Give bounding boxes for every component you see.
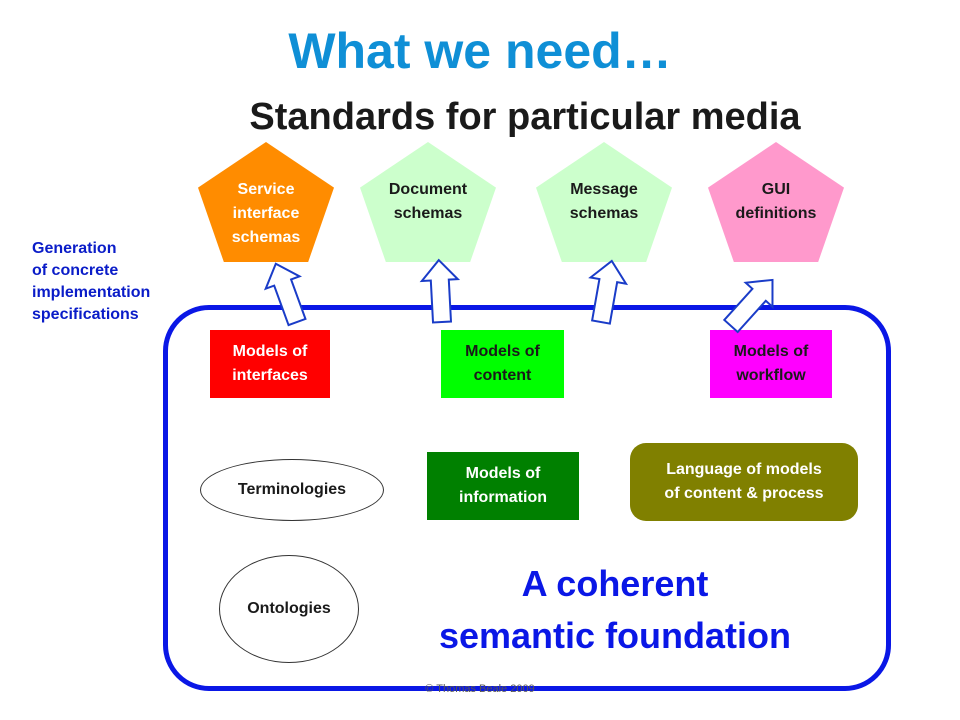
ontologies-ellipse: Ontologies — [219, 555, 359, 663]
pentagon-label-line: definitions — [735, 205, 817, 222]
box-label-line: Models of — [465, 343, 540, 360]
pentagon-label-line: Service — [237, 181, 295, 198]
pentagon-label-line: interface — [232, 205, 300, 222]
box-label-line: Models of — [733, 343, 809, 360]
page-subtitle: Standards for particular media — [249, 96, 801, 138]
up-arrow-icon — [588, 259, 629, 325]
up-arrow-icon — [263, 262, 307, 327]
box-label-line: Language of models — [666, 461, 822, 478]
box-label-line: interfaces — [232, 367, 308, 384]
box-label-line: information — [459, 489, 547, 506]
pentagon-label-line: Document — [388, 181, 468, 198]
generation-label-line: specifications — [32, 306, 139, 323]
box-label-line: content — [473, 367, 532, 384]
pentagon-label-line: schemas — [393, 205, 463, 222]
models-of-workflow-box: Models of workflow — [710, 330, 832, 398]
generation-label: Generation of concrete implementation sp… — [32, 238, 150, 326]
foundation-title: A coherent semantic foundation — [395, 558, 835, 662]
semantic-foundation-container — [163, 305, 891, 691]
foundation-title-line: semantic foundation — [438, 615, 792, 656]
models-of-content-box: Models of content — [441, 330, 564, 398]
language-of-models-box: Language of models of content & process — [630, 443, 858, 521]
generation-label-line: Generation — [32, 240, 117, 257]
models-of-information-box: Models of information — [427, 452, 579, 520]
up-arrow-icon — [722, 278, 774, 334]
page-title: What we need… — [288, 23, 672, 79]
up-arrow-icon — [419, 258, 461, 324]
pentagon-label-line: Message — [570, 181, 638, 198]
pentagon-label-line: schemas — [231, 229, 301, 246]
copyright-notice: © Thomas Beale 2009 — [425, 683, 535, 695]
terminologies-label: Terminologies — [237, 481, 347, 498]
models-of-interfaces-box: Models of interfaces — [210, 330, 330, 398]
foundation-title-line: A coherent — [521, 563, 709, 604]
pentagon-label-line: GUI — [761, 181, 791, 198]
box-label-line: of content & process — [664, 485, 824, 502]
box-label-line: Models of — [232, 343, 308, 360]
terminologies-ellipse: Terminologies — [200, 459, 384, 521]
generation-label-line: implementation — [32, 284, 151, 301]
pentagon-label-line: schemas — [569, 205, 639, 222]
ontologies-label: Ontologies — [247, 600, 331, 617]
box-label-line: workflow — [736, 367, 806, 384]
generation-label-line: of concrete — [32, 262, 119, 279]
box-label-line: Models of — [465, 465, 541, 482]
